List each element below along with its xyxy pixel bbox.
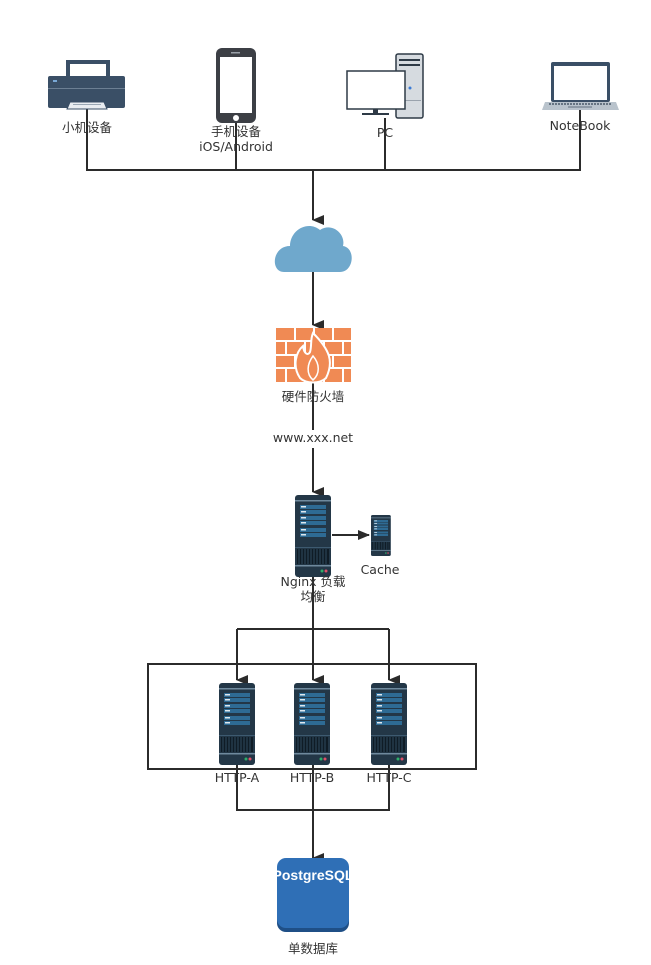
http-a-label: HTTP-A: [215, 770, 260, 785]
server-icon: [293, 682, 331, 766]
printer-icon: [48, 60, 125, 110]
database-node[interactable]: PostgreSQL 单数据库: [273, 858, 354, 956]
http-b-label: HTTP-B: [290, 770, 334, 785]
database-icon: [277, 858, 349, 932]
pc-label: PC: [377, 125, 394, 140]
http-cluster-box: [147, 663, 477, 770]
cloud-icon: [274, 225, 352, 272]
nginx-label-line2: 均衡: [300, 589, 325, 604]
firewall-node[interactable]: 硬件防火墙 www.xxx.net: [273, 328, 353, 445]
server-icon: [370, 514, 392, 557]
nginx-label: Nginx 负载: [280, 574, 346, 589]
cache-node[interactable]: Cache: [361, 514, 400, 577]
notebook-label: NoteBook: [550, 118, 611, 133]
phone-label: 手机设备: [211, 124, 262, 139]
server-icon: [294, 494, 332, 578]
connector-lines: [86, 108, 581, 863]
phone-node[interactable]: 手机设备 iOS/Android: [199, 48, 273, 154]
notebook-node[interactable]: NoteBook: [542, 62, 619, 133]
firewall-icon: [276, 328, 351, 384]
nginx-node[interactable]: Nginx 负载 均衡: [280, 494, 346, 604]
http-c-label: HTTP-C: [367, 770, 412, 785]
http-a-node[interactable]: HTTP-A: [215, 682, 260, 785]
domain-label: www.xxx.net: [273, 430, 353, 445]
cache-label: Cache: [361, 562, 400, 577]
phone-os-label: iOS/Android: [199, 139, 273, 154]
desktop-pc-icon: [346, 53, 424, 119]
printer-node[interactable]: 小机设备: [48, 60, 125, 135]
printer-label: 小机设备: [62, 120, 113, 135]
server-icon: [370, 682, 408, 766]
laptop-icon: [542, 62, 619, 110]
database-label: 单数据库: [288, 941, 338, 956]
cloud-node: [274, 225, 352, 272]
http-c-node[interactable]: HTTP-C: [367, 682, 412, 785]
firewall-label: 硬件防火墙: [282, 389, 345, 404]
http-b-node[interactable]: HTTP-B: [290, 682, 334, 785]
printer-connector: [86, 108, 313, 171]
notebook-connector: [313, 108, 581, 171]
smartphone-icon: [216, 48, 256, 123]
server-icon: [218, 682, 256, 766]
database-name: PostgreSQL: [273, 867, 354, 883]
pc-node[interactable]: PC: [346, 53, 424, 140]
